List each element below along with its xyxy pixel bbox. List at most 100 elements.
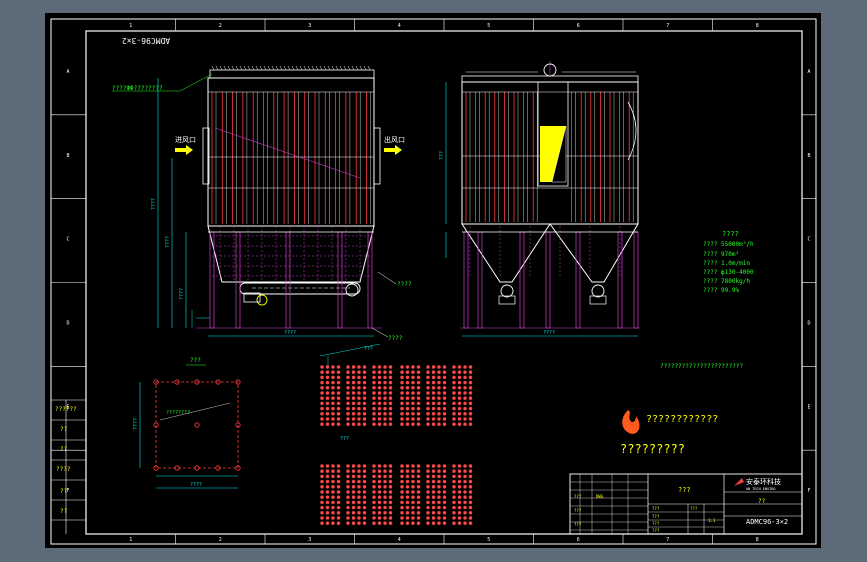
tube-hole: [319, 385, 325, 390]
tube-hole: [462, 515, 468, 521]
tube-hole: [410, 484, 416, 489]
tube-hole: [410, 416, 416, 422]
tube-hole: [442, 505, 447, 510]
tube-hole: [356, 479, 362, 484]
tube-hole: [425, 375, 431, 380]
comb-tooth: [215, 65, 219, 71]
border-row-label: D: [807, 320, 810, 326]
title-cell-9: DWG: [596, 494, 604, 499]
company-name-en: AN TECH ENVIRO: [746, 487, 776, 491]
comb-tooth: [231, 65, 235, 71]
tube-hole: [351, 364, 356, 370]
access-door-yellow: [540, 126, 566, 182]
tube-hole: [416, 422, 421, 427]
tube-hole: [416, 474, 421, 479]
tube-hole: [462, 500, 468, 505]
tube-hole: [468, 500, 473, 505]
tube-hole: [462, 479, 468, 484]
border-col-label: 8: [756, 23, 759, 29]
tube-hole: [336, 474, 341, 479]
tube-hole: [382, 390, 388, 396]
border-row-label: D: [66, 320, 69, 326]
tube-hole: [371, 375, 377, 380]
tube-hole: [416, 495, 421, 500]
spec-table: ???? ???? 55000m³/h ???? 970m² ???? 1.0m…: [703, 230, 754, 294]
tube-hole: [436, 401, 442, 406]
tube-hole: [462, 463, 468, 469]
tube-hole: [382, 396, 388, 401]
tube-hole: [410, 463, 416, 469]
tube-hole: [436, 474, 442, 479]
border-row-label: C: [807, 237, 810, 243]
tube-hole: [371, 510, 377, 515]
tube-hole: [462, 370, 468, 375]
tube-hole: [462, 375, 468, 380]
lower-height-text: ????: [165, 236, 171, 248]
tube-hole: [399, 416, 405, 422]
revision-box-3: ??: [60, 446, 68, 453]
tube-hole: [356, 411, 362, 416]
tube-hole: [382, 479, 388, 484]
tube-hole: [405, 474, 410, 479]
tube-hole: [431, 484, 436, 489]
tube-hole: [362, 479, 367, 484]
tube-hole: [377, 510, 382, 515]
tube-hole: [431, 370, 436, 375]
tube-hole: [377, 385, 382, 390]
comb-tooth: [291, 65, 295, 71]
spec-title: ????: [722, 230, 739, 238]
tube-hole: [399, 495, 405, 500]
tube-hole: [425, 510, 431, 515]
tube-hole: [457, 411, 462, 416]
tube-hole: [325, 375, 330, 380]
comb-tooth: [239, 65, 243, 71]
grid-dim-b: ???: [340, 436, 349, 442]
tube-hole: [377, 380, 382, 385]
conveyor-motor: [256, 294, 268, 306]
border-row-label: F: [66, 488, 69, 494]
border-col-label: 6: [577, 537, 580, 543]
tube-hole: [382, 505, 388, 510]
anchor-bolt: [215, 379, 221, 385]
tube-hole: [336, 484, 341, 489]
arrangement-note: ???????????????????????: [660, 363, 743, 370]
tube-hole: [356, 385, 362, 390]
tube-hole: [377, 495, 382, 500]
tube-hole: [382, 364, 388, 370]
tube-hole: [457, 416, 462, 422]
leg-height-text: ????: [179, 288, 185, 300]
tube-hole: [377, 489, 382, 495]
plan-note: ????????: [166, 410, 190, 416]
tube-hole: [345, 505, 351, 510]
tube-hole: [362, 463, 367, 469]
tube-hole: [431, 474, 436, 479]
tube-hole: [330, 515, 336, 521]
anchor-bolt: [215, 465, 221, 471]
comb-tooth: [367, 65, 371, 71]
anchor-bolt: [194, 379, 200, 385]
tube-hole: [436, 479, 442, 484]
tube-hole: [431, 406, 436, 411]
tube-hole: [405, 479, 410, 484]
tube-hole: [336, 463, 341, 469]
tube-hole: [336, 396, 341, 401]
tube-hole: [405, 463, 410, 469]
tube-hole: [362, 380, 367, 385]
tube-hole: [410, 422, 416, 427]
tube-hole: [462, 422, 468, 427]
plan-height-text: ????: [133, 418, 139, 430]
tube-hole: [330, 370, 336, 375]
border-row-label: A: [66, 69, 69, 75]
tube-hole: [330, 510, 336, 515]
border-col-label: 3: [308, 23, 311, 29]
tube-hole: [405, 375, 410, 380]
tube-hole: [325, 401, 330, 406]
tube-hole: [410, 411, 416, 416]
tube-hole: [330, 380, 336, 385]
tube-hole: [436, 521, 442, 526]
anchor-bolt: [153, 379, 159, 385]
comb-tooth: [267, 65, 271, 71]
comb-tooth: [283, 65, 287, 71]
title-cell-1: 1:1: [708, 518, 716, 523]
tube-hole: [371, 390, 377, 396]
